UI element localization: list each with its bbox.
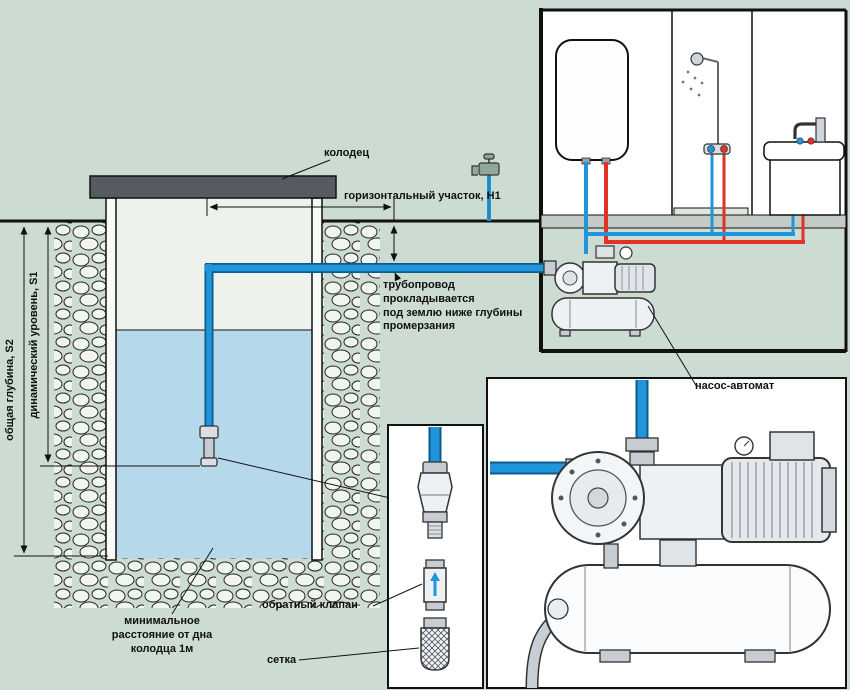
check-valve-icon bbox=[423, 559, 447, 611]
pump-body bbox=[639, 464, 726, 540]
callout-valve-inset bbox=[217, 457, 391, 499]
pipe-note-label: трубопровод прокладывается под землю ниж… bbox=[383, 279, 523, 333]
valve-inset bbox=[387, 424, 484, 689]
callout-check-valve-label bbox=[372, 583, 423, 607]
foot-valve-icon bbox=[417, 461, 453, 539]
horizontal-run-label: горизонтальный участок, Н1 bbox=[344, 190, 501, 202]
callout-min-distance bbox=[171, 547, 214, 615]
dimension-dynamic-level-s1 bbox=[40, 226, 200, 467]
dynamic-level-label: динамический уровень, S1 bbox=[28, 271, 40, 419]
min-distance-label: минимальное расстояние от дна колодца 1м bbox=[111, 615, 213, 655]
shower-spray bbox=[681, 70, 704, 97]
check-valve-label: обратный клапан bbox=[262, 599, 358, 611]
dimension-pipe-depth bbox=[390, 225, 402, 282]
suction-pipe bbox=[204, 263, 552, 428]
sink-icon bbox=[763, 117, 845, 216]
well-cap bbox=[89, 175, 337, 199]
sink-cabinet bbox=[769, 157, 841, 216]
well-wall-right bbox=[311, 197, 323, 561]
well-pump-icon bbox=[199, 425, 219, 467]
well-label: колодец bbox=[324, 147, 370, 159]
shower-icon bbox=[681, 52, 731, 155]
hot-water-pipes bbox=[604, 152, 805, 244]
terminal-box bbox=[769, 431, 815, 461]
backfill-stones bbox=[54, 222, 380, 608]
well-wall-left bbox=[105, 197, 117, 561]
sink-basin bbox=[763, 141, 845, 161]
pump-inset bbox=[486, 377, 847, 689]
callout-well-label bbox=[281, 159, 331, 180]
water-heater-icon bbox=[555, 39, 629, 161]
sink-faucet-icon bbox=[793, 122, 816, 139]
motor bbox=[721, 457, 831, 543]
pump-station-label: насос-автомат bbox=[695, 380, 775, 392]
callout-strainer-label bbox=[298, 647, 420, 661]
total-depth-label: общая глубина, S2 bbox=[4, 339, 16, 441]
pump-station-icon bbox=[543, 245, 656, 337]
shower-head-icon bbox=[690, 52, 704, 66]
cold-water-pipes bbox=[584, 152, 795, 254]
dimension-total-depth-s2 bbox=[14, 226, 108, 557]
dimension-h1 bbox=[206, 198, 395, 222]
strainer-icon bbox=[420, 617, 450, 671]
strainer-label: сетка bbox=[267, 654, 297, 666]
pump-station-detail bbox=[525, 431, 837, 689]
pressure-tank bbox=[544, 564, 831, 654]
outdoor-tap-icon bbox=[471, 153, 500, 221]
callout-pump-station-label bbox=[647, 305, 698, 388]
